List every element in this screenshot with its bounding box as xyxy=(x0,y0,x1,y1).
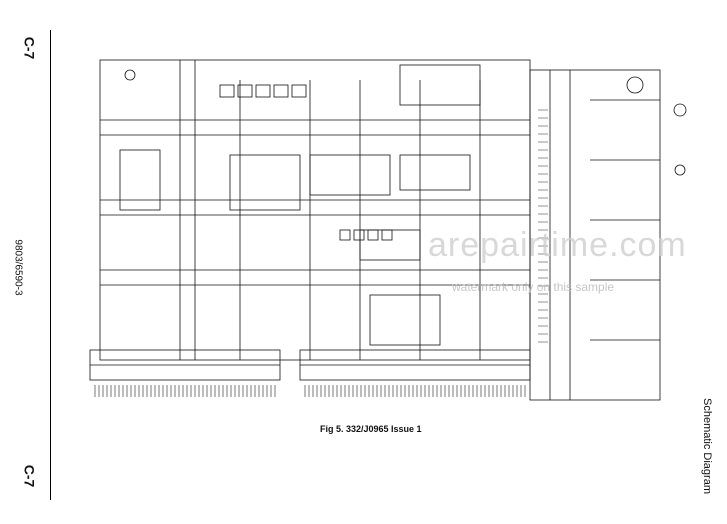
module-box xyxy=(369,294,441,346)
module-box xyxy=(309,154,391,196)
document-number: 9803/6590-3 xyxy=(12,239,24,296)
connector-box xyxy=(399,64,481,106)
watermark-text: arepairtime.com xyxy=(428,226,687,264)
page-ref-top: C-7 xyxy=(21,36,38,60)
watermark-subtext: watermark only on this sample xyxy=(452,280,615,294)
module-box xyxy=(359,229,421,261)
left-margin: C-7 9803/6590-3 C-7 xyxy=(0,0,56,524)
fuse-panel xyxy=(529,69,661,401)
module-box xyxy=(229,154,301,211)
figure-caption: Fig 5. 332/J0965 Issue 1 xyxy=(320,424,422,434)
module-box xyxy=(119,149,161,211)
module-box xyxy=(399,154,471,191)
wiring-schematic xyxy=(89,59,687,401)
margin-rule xyxy=(50,30,51,500)
page-ref-bottom: C-7 xyxy=(21,464,38,488)
